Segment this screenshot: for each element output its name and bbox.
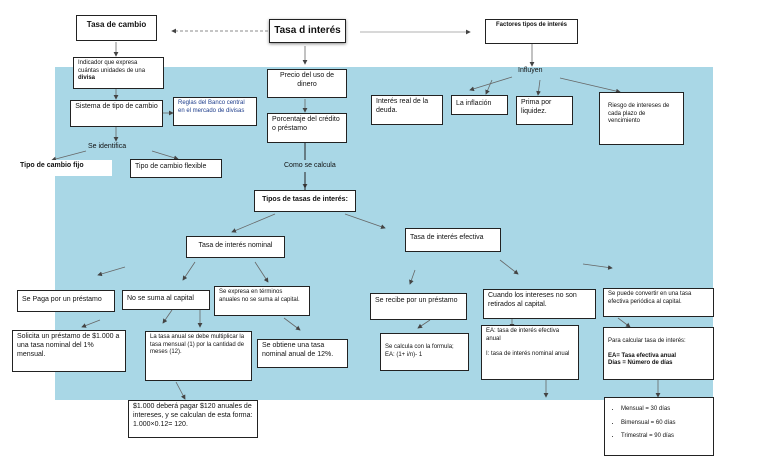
calc-ea: EA= Tasa efectiva anual	[608, 352, 677, 359]
fixed-exchange: Tipo de cambio fijo	[16, 160, 112, 176]
nominal-result: $1.000 deberá pagar $120 anuales de inte…	[128, 400, 258, 438]
efectiva-title: Tasa de interés efectiva	[405, 228, 501, 252]
i-definition: I: tasa de interés nominal anual	[486, 351, 570, 357]
period-item: Mensual = 30 días	[621, 406, 709, 414]
nominal-multiply: La tasa anual se debe multiplicar la tas…	[145, 331, 252, 381]
definition-line: cuántas unidades de una	[78, 67, 146, 74]
flexible-exchange: Tipo de cambio flexible	[130, 159, 222, 178]
price-box: Precio del uso de dinero	[267, 69, 347, 98]
efectiva-definitions: EA: tasa de interés efectiva anual I: ta…	[481, 325, 579, 380]
factor-risk: Riesgo de intereses de cada plazo de ven…	[599, 92, 684, 145]
identifies-label: Se identifica	[88, 143, 127, 150]
exchange-system: Sistema de tipo de cambio	[70, 100, 163, 127]
nominal-loan: Se Paga por un préstamo	[17, 290, 115, 312]
factores-title: Factores tipos de interés	[485, 19, 578, 44]
main-title: Tasa d interés	[269, 19, 346, 43]
efectiva-calc: Para calcular tasa de interés: EA= Tasa …	[603, 327, 714, 380]
nominal-annual: Se expresa en términos anuales no se sum…	[214, 286, 310, 316]
efectiva-convert: Se puede convertir en una tasa efectiva …	[603, 288, 714, 317]
efectiva-when: Cuando los intereses no son retirados al…	[483, 289, 596, 319]
definition-line: Indicador que expresa	[78, 60, 138, 66]
factor-inflation: La inflación	[451, 95, 508, 115]
nominal-obtained: Se obtiene una tasa nominal anual de 12%…	[257, 339, 348, 368]
efectiva-periods: Mensual = 30 días Bimensual = 60 días Tr…	[604, 397, 714, 456]
period-item: Bimensual = 60 días	[621, 420, 709, 428]
definition-line: divisa	[78, 75, 96, 81]
tasa-cambio-title: Tasa de cambio	[76, 15, 157, 41]
central-bank-rules: Reglas del Banco central en el mercado d…	[173, 97, 257, 126]
ea-definition: EA: tasa de interés efectiva anual	[486, 328, 560, 342]
tasa-cambio-definition: Indicador que expresa cuántas unidades d…	[73, 57, 164, 89]
nominal-title: Tasa de interés nominal	[186, 236, 285, 258]
calc-title: Para calcular tasa de interés:	[608, 338, 686, 344]
types-box: Tipos de tasas de interés:	[254, 190, 356, 212]
calc-days: Días = Número de días	[608, 360, 673, 366]
period-item: Trimestral = 90 días	[621, 433, 709, 441]
efectiva-receive: Se recibe por un préstamo	[370, 293, 467, 320]
efectiva-formula: Se calcula con la formula; EA: (1+ i/n)-…	[380, 333, 469, 371]
factor-liquidity: Prima por liquidez.	[516, 96, 573, 125]
nominal-no-sum: No se suma al capital	[122, 290, 210, 310]
calc-label: Como se calcula	[284, 162, 336, 169]
nominal-example: Solicita un préstamo de $1.000 a una tas…	[12, 330, 126, 372]
influence-label: Influyen	[518, 67, 543, 74]
factor-real-debt: Interés real de la deuda.	[371, 95, 443, 125]
percentage-box: Porcentaje del crédito o préstamo	[267, 113, 347, 143]
